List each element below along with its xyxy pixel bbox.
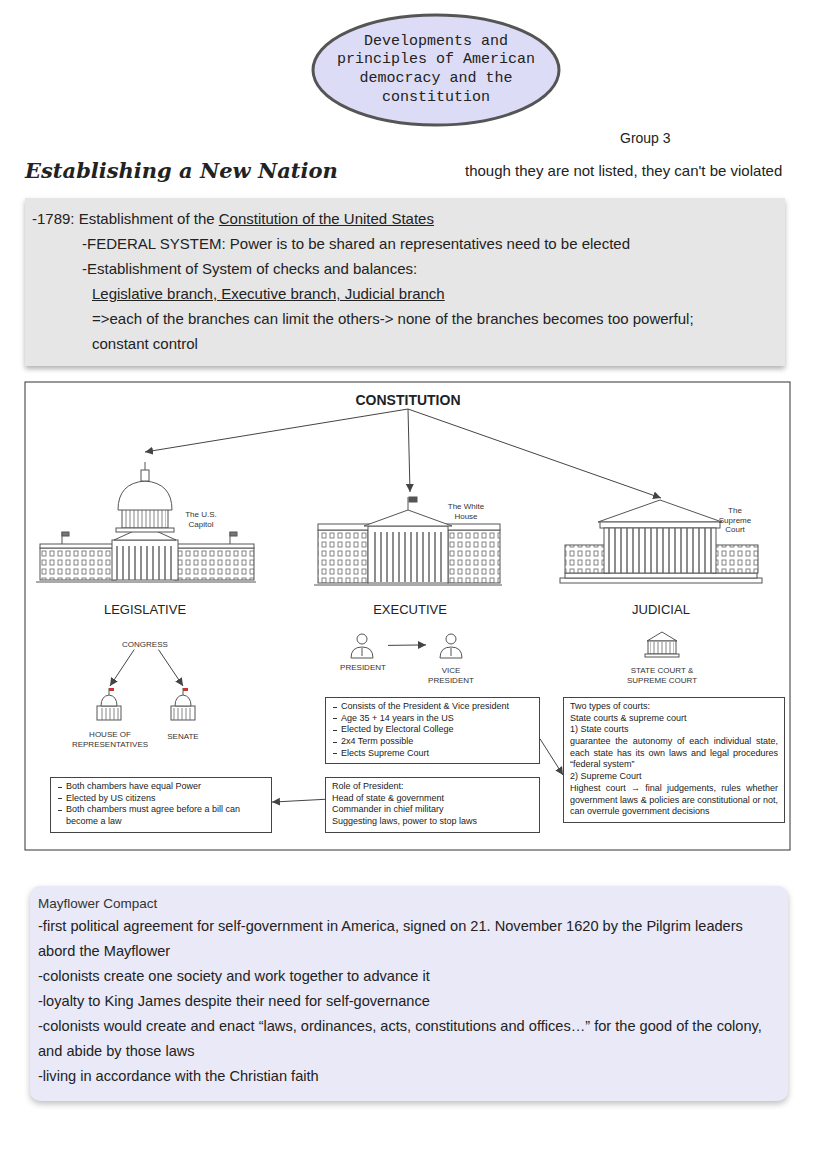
note-text: though they are not listed, they can't b… (465, 162, 782, 179)
node-text: LEGISLATIVE (30, 602, 260, 617)
senate-icon (171, 688, 195, 720)
vice-president-icon (440, 634, 462, 658)
node-text: Both chambers have equal Power (57, 781, 265, 793)
branch-group: The Supreme CourtJUDICIAL (555, 498, 767, 624)
branch-group: The White HouseEXECUTIVE (310, 492, 510, 624)
node-text: 2) Supreme Court (570, 771, 778, 783)
oval-shape (313, 15, 559, 125)
node-text: HOUSE OF REPRESENTATIVES (68, 730, 152, 749)
node-text: -FEDERAL SYSTEM: Power is to be shared a… (32, 231, 775, 256)
node-text: Constitution of the United States (219, 210, 434, 227)
court-icon-group: STATE COURT & SUPREME COURT (618, 630, 706, 692)
arrow-connector (408, 409, 410, 492)
president-icon (351, 634, 373, 658)
court-icon (645, 632, 679, 657)
node-text: STATE COURT & SUPREME COURT (618, 666, 706, 685)
node-text: guarantee the autonomy of each individua… (570, 736, 778, 771)
arrow-connector (159, 650, 184, 686)
arrow-connector (408, 409, 661, 498)
node-text: Legislative branch, Executive branch, Ju… (32, 281, 775, 306)
node-text: JUDICIAL (555, 602, 767, 617)
node-text: Age 35 + 14 years in the US (332, 713, 533, 725)
node-text: Commander in chief military (332, 804, 533, 816)
node-text: Elected by Electoral College (332, 724, 533, 736)
node-text: Elected by US citizens (57, 793, 265, 805)
supreme-court-building (560, 500, 762, 583)
info-box: Two types of courts:State courts & supre… (563, 697, 785, 823)
info-box: Role of President:Head of state & govern… (325, 777, 540, 833)
arrow-connector (388, 644, 426, 646)
capitol-building (36, 462, 256, 582)
node-text: State courts & supreme court (570, 713, 778, 725)
text-line: -1789: Establishment of the Constitution… (32, 206, 775, 231)
node-text: Consists of the President & Vice preside… (332, 701, 533, 713)
node-text: =>each of the branches can limit the oth… (32, 306, 775, 356)
chamber-icon: HOUSE OF REPRESENTATIVES (68, 686, 152, 752)
node-text: -colonists would create and enact “laws,… (38, 1014, 778, 1064)
arrow-connector (540, 739, 563, 775)
node-text: Two types of courts: (570, 701, 778, 713)
arrow-connector (145, 409, 408, 452)
group-label: CONGRESS (118, 640, 172, 650)
node-text: -first political agreement for self-gove… (38, 914, 778, 964)
arrow-connector (110, 650, 134, 686)
node-text: SENATE (160, 732, 206, 742)
node-text: The Supreme Court (713, 506, 757, 535)
node-text: Highest court → final judgements, rules … (570, 783, 778, 818)
node-text: CONSTITUTION (340, 391, 476, 409)
person-icon: VICE PRESIDENT (426, 630, 476, 692)
node-text: Suggesting laws, power to stop laws (332, 816, 533, 828)
node-text: PRESIDENT (338, 663, 388, 673)
root-label: CONSTITUTION (340, 391, 476, 409)
person-icon: PRESIDENT (338, 630, 388, 674)
node-text: Role of President: (332, 781, 533, 793)
chamber-icon: SENATE (160, 686, 206, 752)
node-text: VICE PRESIDENT (426, 666, 476, 685)
house-icon (97, 688, 121, 720)
node-text: CONGRESS (118, 640, 172, 650)
node-text: -living in accordance with the Christian… (38, 1064, 778, 1089)
note-panel: -1789: Establishment of the Constitution… (25, 198, 785, 366)
note-text: Group 3 (620, 130, 671, 146)
node-text: -loyalty to King James despite their nee… (38, 989, 778, 1014)
info-box: Consists of the President & Vice preside… (325, 697, 540, 764)
diagram-frame (25, 382, 790, 850)
node-text: Head of state & government (332, 793, 533, 805)
node-text: The White House (444, 502, 488, 521)
info-box: Both chambers have equal PowerElected by… (50, 777, 272, 833)
branch-group: The U.S. CapitolLEGISLATIVE (30, 452, 260, 624)
node-text: -Establishment of System of checks and b… (32, 256, 775, 281)
title-oval: Developments and principles of American … (310, 12, 562, 128)
node-text: EXECUTIVE (310, 602, 510, 617)
node-text: 2x4 Term possible (332, 736, 533, 748)
node-text: Both chambers must agree before a bill c… (57, 804, 265, 827)
white-house-building (314, 497, 502, 585)
node-text: -colonists create one society and work t… (38, 964, 778, 989)
node-text: 1) State courts (570, 724, 778, 736)
node-text: The U.S. Capitol (180, 510, 222, 529)
note-panel: Mayflower Compact-first political agreem… (30, 886, 788, 1101)
node-text: Elects Supreme Court (332, 748, 533, 760)
node-text: Mayflower Compact (38, 894, 778, 914)
section-heading: Establishing a New Nation (25, 158, 338, 183)
arrow-connector (272, 799, 325, 802)
node-text: Developments and principles of American … (328, 33, 544, 108)
node-text: -1789: Establishment of the (32, 210, 215, 227)
